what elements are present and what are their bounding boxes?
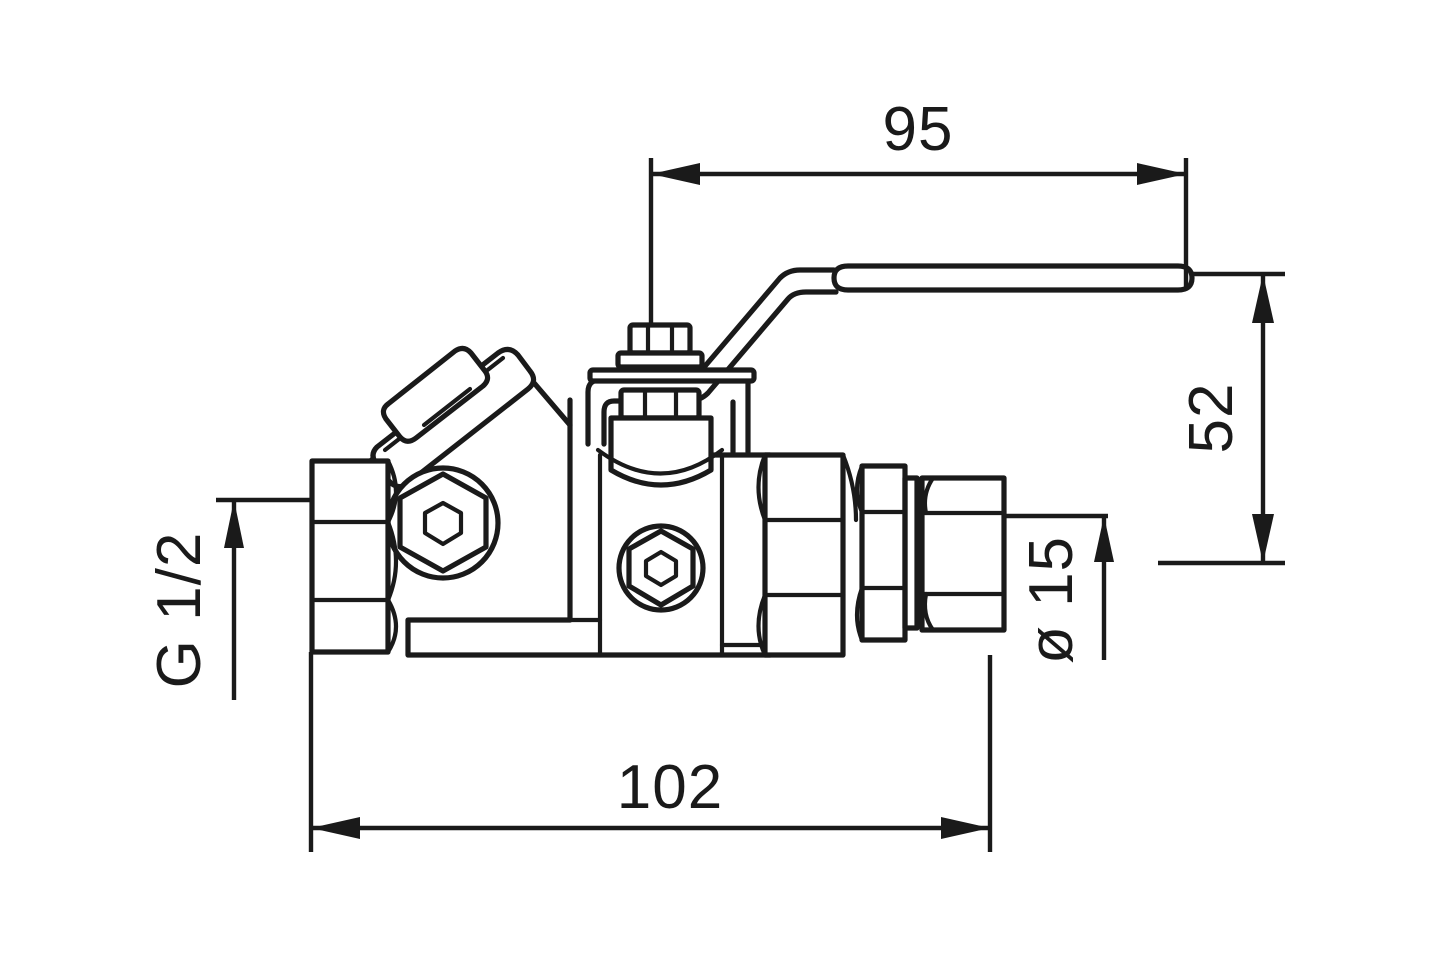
strainer-cap-hex-facet-2 — [421, 386, 473, 428]
dimension-102-arrow-right — [941, 817, 990, 839]
body-plug-socket — [643, 549, 679, 588]
stem-packing-nut — [627, 322, 693, 356]
union-nut — [854, 463, 920, 643]
compression-nut-body — [919, 475, 1007, 633]
stem-bonnet — [587, 322, 757, 488]
outlet-nut-round-bottom — [756, 592, 768, 658]
dimension-102-arrow-left — [311, 817, 360, 839]
stem-hex-nut — [618, 387, 702, 421]
outlet-hex-nut — [756, 452, 859, 658]
inlet-nut-round-mid — [385, 519, 399, 603]
inlet-nut-round-bottom — [385, 597, 399, 655]
lever-plate — [587, 367, 757, 384]
dimension-d15-label: ø 15 — [1017, 536, 1086, 664]
dimension-52-arrow-top — [1252, 274, 1274, 323]
outlet-nut-edge-right — [840, 452, 859, 523]
union-nut-body — [859, 463, 908, 643]
inlet-hex-nut — [309, 458, 399, 655]
compression-nut-round-bottom — [922, 591, 936, 633]
union-nut-round-top — [854, 463, 865, 515]
inlet-nut-round-top — [385, 458, 399, 525]
ball-seat-arc — [595, 447, 725, 476]
dimension-g12-arrow — [224, 500, 244, 548]
outlet-nut-round-top — [756, 452, 768, 523]
dimension-95: 95 — [648, 95, 1189, 345]
dimension-52-label: 52 — [1177, 383, 1246, 454]
strainer-cap-hex — [380, 345, 491, 444]
union-nut-round-bottom — [854, 585, 865, 643]
body-outline-main — [405, 397, 773, 658]
strainer-hex-plug — [385, 465, 501, 581]
strainer-assembly — [363, 345, 537, 581]
dimension-95-label: 95 — [883, 95, 954, 164]
dimension-102: 102 — [308, 652, 993, 852]
strainer-plug-socket — [422, 500, 464, 547]
dimension-g12: G 1/2 — [145, 497, 310, 700]
dimension-d15-arrow — [1094, 516, 1114, 562]
lever-grip — [831, 263, 1195, 293]
union-collar — [902, 475, 920, 631]
body-hex-plug — [616, 523, 706, 613]
stem-washer — [615, 350, 705, 370]
compression-nut-round-top — [922, 475, 936, 516]
outlet-nut-body — [762, 452, 846, 658]
compression-fitting — [919, 475, 1007, 633]
dimension-95-arrow-right — [1137, 163, 1186, 185]
dimension-95-arrow-left — [651, 163, 700, 185]
valve-body — [405, 367, 773, 658]
dimension-52: 52 — [1158, 271, 1285, 566]
dimension-102-label: 102 — [617, 753, 723, 822]
strainer-cap-hex-facet-1 — [397, 355, 449, 397]
inlet-nut-body — [309, 458, 391, 655]
dimension-g12-label: G 1/2 — [145, 532, 214, 689]
dimension-52-arrow-bottom — [1252, 514, 1274, 563]
dimension-diameter-15: ø 15 — [1004, 513, 1114, 664]
